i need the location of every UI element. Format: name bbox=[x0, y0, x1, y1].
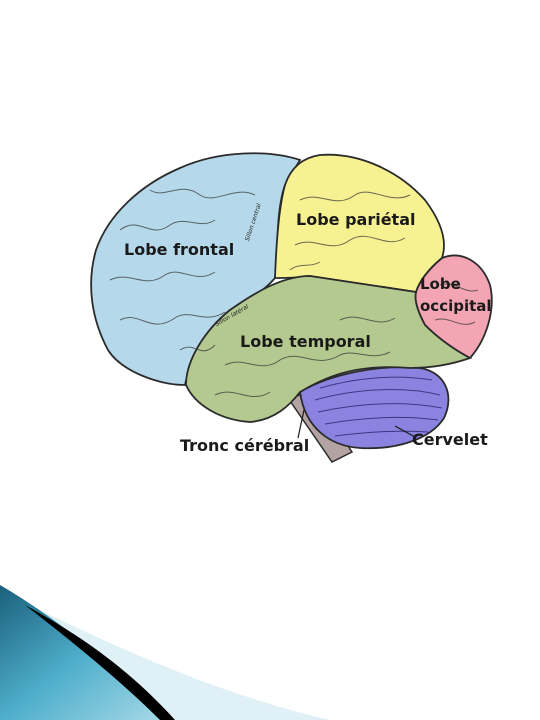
gyri-lines bbox=[109, 188, 479, 397]
temporal-lobe-region bbox=[185, 275, 473, 423]
cerebellum-label: Cervelet bbox=[412, 430, 488, 449]
occipital-lobe-label-line1: Lobe bbox=[420, 275, 461, 293]
swoosh-black bbox=[25, 605, 175, 720]
cerebellum-leader-line bbox=[394, 425, 416, 438]
brainstem-label: Tronc cérébral bbox=[180, 436, 310, 455]
brainstem-leader-line bbox=[297, 409, 305, 439]
parietal-lobe-label: Lobe pariétal bbox=[296, 210, 416, 229]
cerebellum-folia bbox=[314, 376, 443, 437]
occipital-lobe-label-line2: occipital bbox=[420, 297, 492, 315]
temporal-lobe-label: Lobe temporal bbox=[240, 332, 371, 351]
frontal-lobe-region bbox=[90, 152, 302, 386]
frontal-lobe-label: Lobe frontal bbox=[124, 240, 235, 259]
cerebellum-region bbox=[299, 366, 450, 450]
parietal-temporal-boundary bbox=[309, 275, 417, 293]
